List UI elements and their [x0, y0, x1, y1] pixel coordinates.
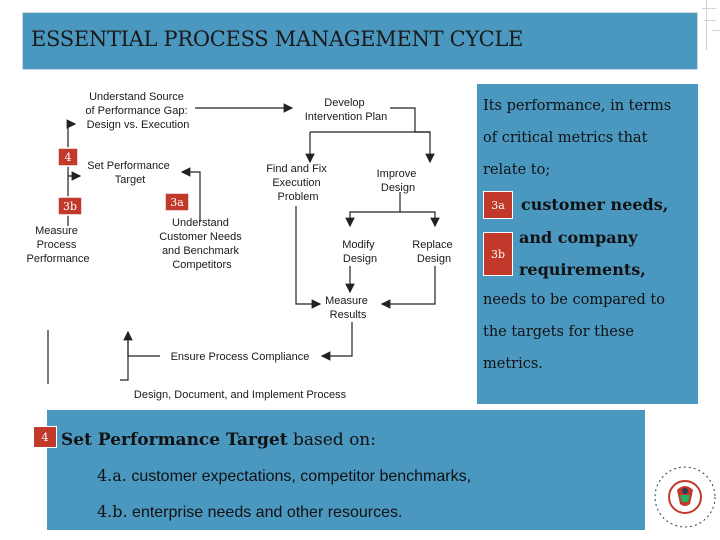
svg-text:3b: 3b	[63, 200, 77, 213]
rp-line-8: the targets for these	[483, 324, 634, 340]
bp-item-b: 4.b. enterprise needs and other resource…	[97, 502, 402, 522]
rp-line-3: relate to;	[483, 162, 551, 178]
bp-heading: Set Performance Target based on:	[61, 430, 376, 450]
process-cycle-diagram: Understand Source of Performance Gap: De…	[27, 91, 455, 401]
bp-item-a-num: 4.a.	[97, 466, 127, 485]
page-title: ESSENTIAL PROCESS MANAGEMENT CYCLE	[31, 27, 524, 51]
svg-text:3a: 3a	[170, 196, 184, 209]
bp-item-b-num: 4.b.	[97, 502, 128, 521]
bp-heading-bold: Set Performance Target	[61, 430, 288, 450]
bp-badge-4: 4	[33, 426, 57, 448]
node-measure-results: Measure Results	[325, 295, 371, 321]
bottom-text-panel: 4 Set Performance Target based on: 4.a. …	[33, 410, 645, 530]
bp-item-a: 4.a. customer expectations, competitor b…	[97, 466, 471, 486]
node-modify-design: Modify Design	[342, 239, 377, 265]
bp-item-b-text: enterprise needs and other resources.	[127, 504, 403, 521]
svg-text:4: 4	[65, 151, 72, 164]
node-replace-design: Replace Design	[412, 239, 455, 265]
bp-heading-rest: based on:	[287, 430, 376, 450]
node-develop-plan: Develop Intervention Plan	[305, 97, 388, 123]
rp-and-company: and company	[519, 228, 638, 247]
node-measure-process: Measure Process Performance	[27, 225, 90, 265]
rp-customer-needs: customer needs,	[521, 195, 669, 214]
node-improve-design: Improve Design	[377, 168, 420, 194]
node-design-document: Design, Document, and Implement Process	[134, 389, 347, 401]
title-bar: ESSENTIAL PROCESS MANAGEMENT CYCLE	[22, 12, 698, 70]
rp-line-9: metrics.	[483, 356, 543, 372]
node-set-target: Set Performance Target	[87, 160, 173, 186]
diagram-badge-3a: 3a	[164, 192, 190, 212]
rp-line-7: needs to be compared to	[483, 292, 665, 308]
corner-decoration	[700, 0, 720, 60]
rp-requirements: requirements,	[519, 260, 646, 279]
bp-item-a-text: customer expectations, competitor benchm…	[126, 468, 472, 485]
diagram-badge-4: 4	[57, 147, 79, 167]
university-logo-icon	[654, 466, 716, 528]
rp-badge-3b: 3b	[483, 232, 513, 276]
node-find-fix: Find and Fix Execution Problem	[266, 163, 330, 203]
node-understand-source: Understand Source of Performance Gap: De…	[85, 91, 190, 131]
diagram-badge-3b: 3b	[57, 196, 83, 216]
node-ensure-compliance: Ensure Process Compliance	[171, 351, 310, 363]
right-text-panel: Its performance, in terms of critical me…	[477, 84, 698, 404]
rp-badge-3a: 3a	[483, 191, 513, 219]
diagram-arrows	[47, 103, 440, 384]
rp-line-1: Its performance, in terms	[483, 98, 672, 114]
rp-line-2: of critical metrics that	[483, 130, 648, 146]
node-understand-customer: Understand Customer Needs and Benchmark …	[159, 217, 245, 271]
